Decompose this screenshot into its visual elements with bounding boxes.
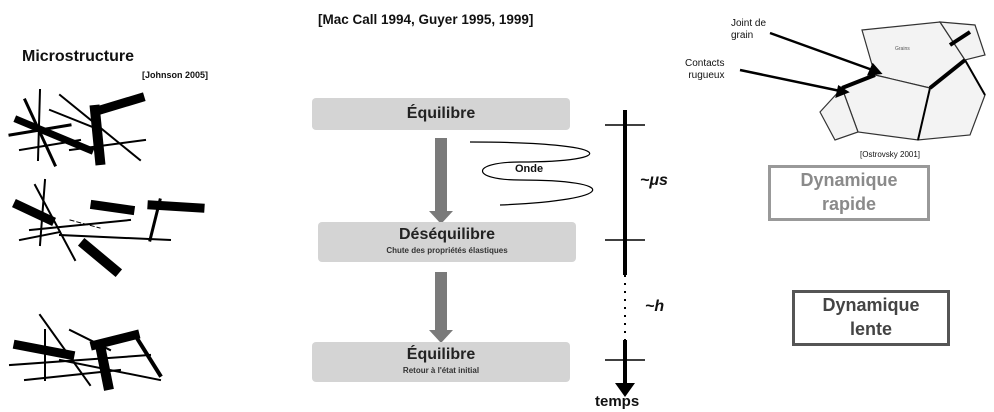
stage-equilibrium-bottom-subtitle: Retour à l'état initial [402, 366, 480, 375]
stage-disequilibrium-title: Déséquilibre [398, 226, 496, 243]
microstructure-sketch-top [8, 88, 147, 167]
timeline-axis [605, 110, 645, 397]
stage-equilibrium-top: Équilibre [312, 98, 570, 130]
wave-curve [469, 141, 594, 206]
stage-equilibrium-top-title: Équilibre [406, 105, 476, 122]
wave-label: Onde [515, 163, 544, 175]
fast-dynamics-box: Dynamique rapide [768, 165, 930, 221]
grain-contacts-label: Contacts rugueux [685, 58, 725, 81]
microstructure-sketch-middle [12, 178, 205, 278]
stage-equilibrium-bottom: Équilibre Retour à l'état initial [312, 342, 570, 382]
timeline-axis-label: temps [595, 393, 640, 410]
microstructure-title: Microstructure [22, 48, 135, 65]
grain-joints [841, 30, 986, 141]
grain-joint-label: Joint de grain [731, 18, 767, 41]
stage-disequilibrium-subtitle: Chute des propriétés élastiques [386, 246, 508, 255]
slow-dynamics-box: Dynamique lente [792, 290, 950, 346]
grain-reference: [Ostrovsky 2001] [860, 150, 921, 159]
stage-disequilibrium: Déséquilibre Chute des propriétés élasti… [318, 222, 576, 262]
microstructure-reference: [Johnson 2005] [142, 70, 209, 80]
header-reference: [Mac Call 1994, Guyer 1995, 1999] [318, 12, 534, 27]
grain-text: Grains [895, 46, 910, 52]
stage-flow-arrow-1 [429, 138, 453, 224]
stage-equilibrium-bottom-title: Équilibre [406, 346, 476, 363]
timeline-fast-label: ~μs [640, 172, 668, 189]
microstructure-sketch-bottom [8, 313, 163, 391]
grain-pointer-arrows [739, 31, 883, 99]
stage-flow-arrow-2 [429, 272, 453, 343]
timeline-slow-label: ~h [645, 298, 665, 315]
